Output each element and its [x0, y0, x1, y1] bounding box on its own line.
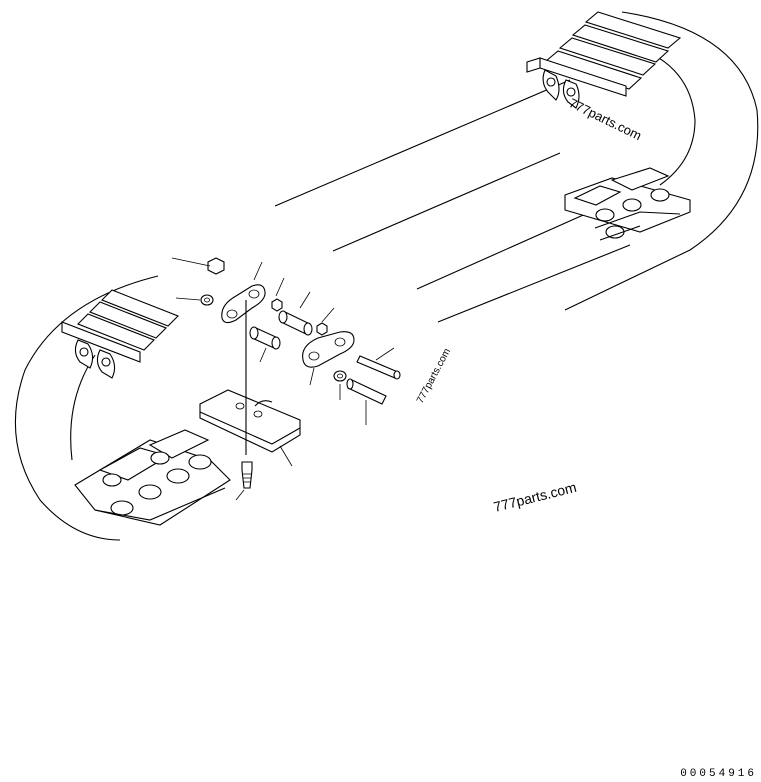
- master-link-part-2: [302, 331, 355, 368]
- shoe-plate-part: [199, 389, 301, 453]
- leader-lines: [171, 257, 395, 501]
- pin-part-2: [347, 379, 387, 405]
- link-assembly-right: [564, 167, 691, 241]
- master-link-part: [221, 284, 266, 324]
- exploded-parts: [199, 257, 401, 489]
- bolt-part: [241, 461, 253, 489]
- watermark-bottom: 777parts.com: [492, 479, 578, 515]
- nut-part: [207, 257, 225, 275]
- watermark-middle: 777parts.com: [415, 347, 453, 406]
- track-shoe-group-top-right: [526, 11, 682, 109]
- link-chain-lower-left: [74, 429, 231, 526]
- small-nut-part: [271, 298, 283, 312]
- watermark-top: 777parts.com: [567, 95, 644, 143]
- washer-part: [200, 294, 214, 306]
- document-number: 00054916: [680, 768, 757, 780]
- track-shoe-group-left: [61, 289, 179, 379]
